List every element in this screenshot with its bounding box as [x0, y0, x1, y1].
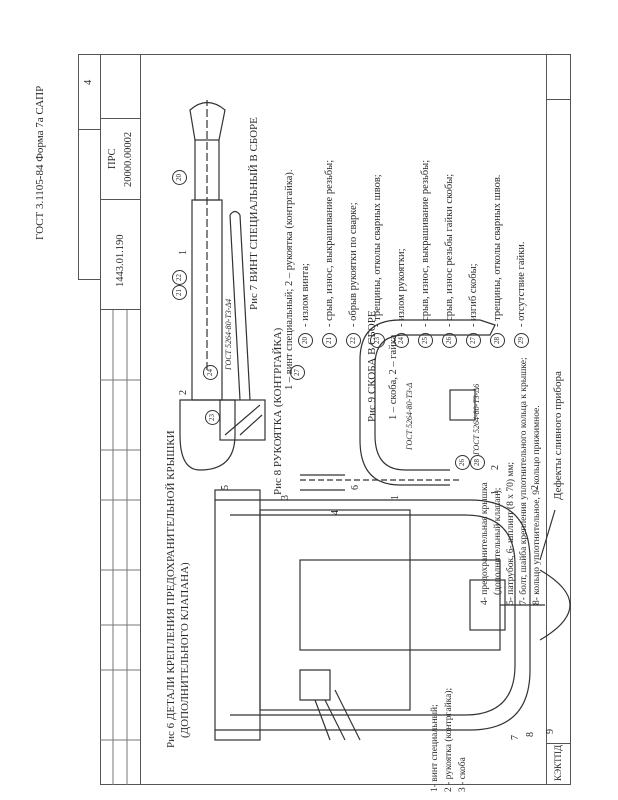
- defects-6-text: срыв, износ резьбы гайки скобы;: [443, 173, 455, 321]
- fig7-caption: Рис 7 ВИНТ СПЕЦИАЛЬНЫЙ В СБОРЕ: [248, 117, 260, 310]
- callout-27: 27: [290, 365, 305, 380]
- defect-item: 29- отсутствие гайки.: [514, 241, 529, 348]
- defects-6-n: 26: [442, 333, 457, 348]
- callout-1: 1: [390, 495, 401, 500]
- callout-21: 21: [172, 285, 187, 300]
- fig9-weld-stamp1: ГОСТ 5264-80-Т3-Δ: [405, 382, 414, 450]
- fig8-caption: Рис 8 РУКОЯТКА (КОНТРГАЙКА): [272, 327, 284, 495]
- defects-5-text: срыв, износ, выкрашивание резьбы;: [419, 159, 431, 321]
- fig6-legend-item: 3 - скоба: [458, 757, 468, 792]
- fig6-drawing: [214, 489, 571, 741]
- defects-4-text: излом рукоятки;: [395, 248, 407, 321]
- callout-24: 24: [203, 365, 218, 380]
- fig6-legend-item: 2 - рукоятка (контргайка);: [444, 687, 454, 792]
- defect-item: 26- срыв, износ резьбы гайки скобы;: [442, 174, 457, 348]
- fig7-weld-stamp: ГОСТ 5264-80-Т3-Δ4: [224, 298, 233, 370]
- defect-item: 27- изгиб скобы;: [466, 263, 481, 348]
- defects-2-n: 22: [346, 333, 361, 348]
- fig6-legend-item: (дополнительный клапан);: [493, 487, 503, 595]
- defects-2-text: обрыв рукоятки по сварке;: [347, 202, 359, 321]
- fig9-weld-stamp2: ГОСТ 5264-80-Т3-Δ6: [472, 383, 481, 455]
- fig6-legend-item: 7- болт, шайба крепления уплотнительного…: [519, 357, 529, 605]
- callout-26: 26: [455, 455, 470, 470]
- fig6-caption-sub: (ДОПОЛНИТЕЛЬНОГО КЛАПАНА): [179, 562, 191, 738]
- fig7-drawing: [179, 100, 236, 471]
- defect-item: 23- трещины, отколы сварных швов;: [370, 174, 385, 348]
- defects-9-text: отсутствие гайки.: [515, 241, 527, 321]
- callout-5: 5: [220, 485, 231, 490]
- callout-9: 9: [545, 729, 556, 734]
- defects-0-text: излом винта;: [299, 263, 311, 321]
- callout-7: 7: [510, 735, 521, 740]
- defects-9-n: 29: [514, 333, 529, 348]
- defects-8-text: трещины, отколы сварных швов.: [491, 174, 503, 321]
- callout-22: 22: [172, 270, 187, 285]
- callout-1: 1: [178, 250, 189, 255]
- callout-28: 28: [470, 455, 485, 470]
- defects-3-text: трещины, отколы сварных швов;: [371, 174, 383, 321]
- defect-item: 20- излом винта;: [298, 263, 313, 348]
- callout-3: 3: [280, 495, 291, 500]
- fig6-caption: Рис 6 ДЕТАЛИ КРЕПЛЕНИЯ ПРЕДОХРАНИТЕЛЬНОЙ…: [165, 430, 177, 748]
- callout-20: 20: [172, 170, 187, 185]
- defects-1-n: 21: [322, 333, 337, 348]
- fig9-drawing: [300, 319, 496, 491]
- fig6-legend-item: 5- патрубок, 6- шплинт (8 x 70) мм;: [506, 461, 516, 605]
- defect-item: 28- трещины, отколы сварных швов.: [490, 175, 505, 348]
- callout-8: 8: [525, 732, 536, 737]
- defects-8-n: 28: [490, 333, 505, 348]
- fig7-legend: 1 – винт специальный; 2 – рукоятка (конт…: [284, 169, 295, 390]
- defect-item: 22- обрыв рукоятки по сварке;: [346, 202, 361, 348]
- defects-7-n: 27: [466, 333, 481, 348]
- defects-1-text: срыв, износ, выкрашивание резьбы;: [323, 159, 335, 321]
- defect-item: 25- срыв, износ, выкрашивание резьбы;: [418, 160, 433, 348]
- fig6-legend-item: 8- кольцо уплотнительное, 9- кольцо приж…: [532, 405, 542, 605]
- callout-4: 4: [330, 510, 341, 515]
- callout-2: 2: [178, 390, 189, 395]
- fig8-drawing: [219, 210, 266, 441]
- callout-23: 23: [205, 410, 220, 425]
- defects-5-n: 25: [418, 333, 433, 348]
- fig6-legend-item: 1- винт специальный;: [430, 704, 440, 792]
- defects-0-n: 20: [298, 333, 313, 348]
- defect-item: 21- срыв, износ, выкрашивание резьбы;: [322, 160, 337, 348]
- defect-item: 24- излом рукоятки;: [394, 248, 409, 348]
- defects-4-n: 24: [394, 333, 409, 348]
- callout-6: 6: [350, 485, 361, 490]
- defects-3-n: 23: [370, 333, 385, 348]
- fig6-legend-item: 4- предохранительная крышка: [480, 482, 490, 605]
- defects-7-text: изгиб скобы;: [467, 263, 479, 321]
- callout-2: 2: [490, 465, 501, 470]
